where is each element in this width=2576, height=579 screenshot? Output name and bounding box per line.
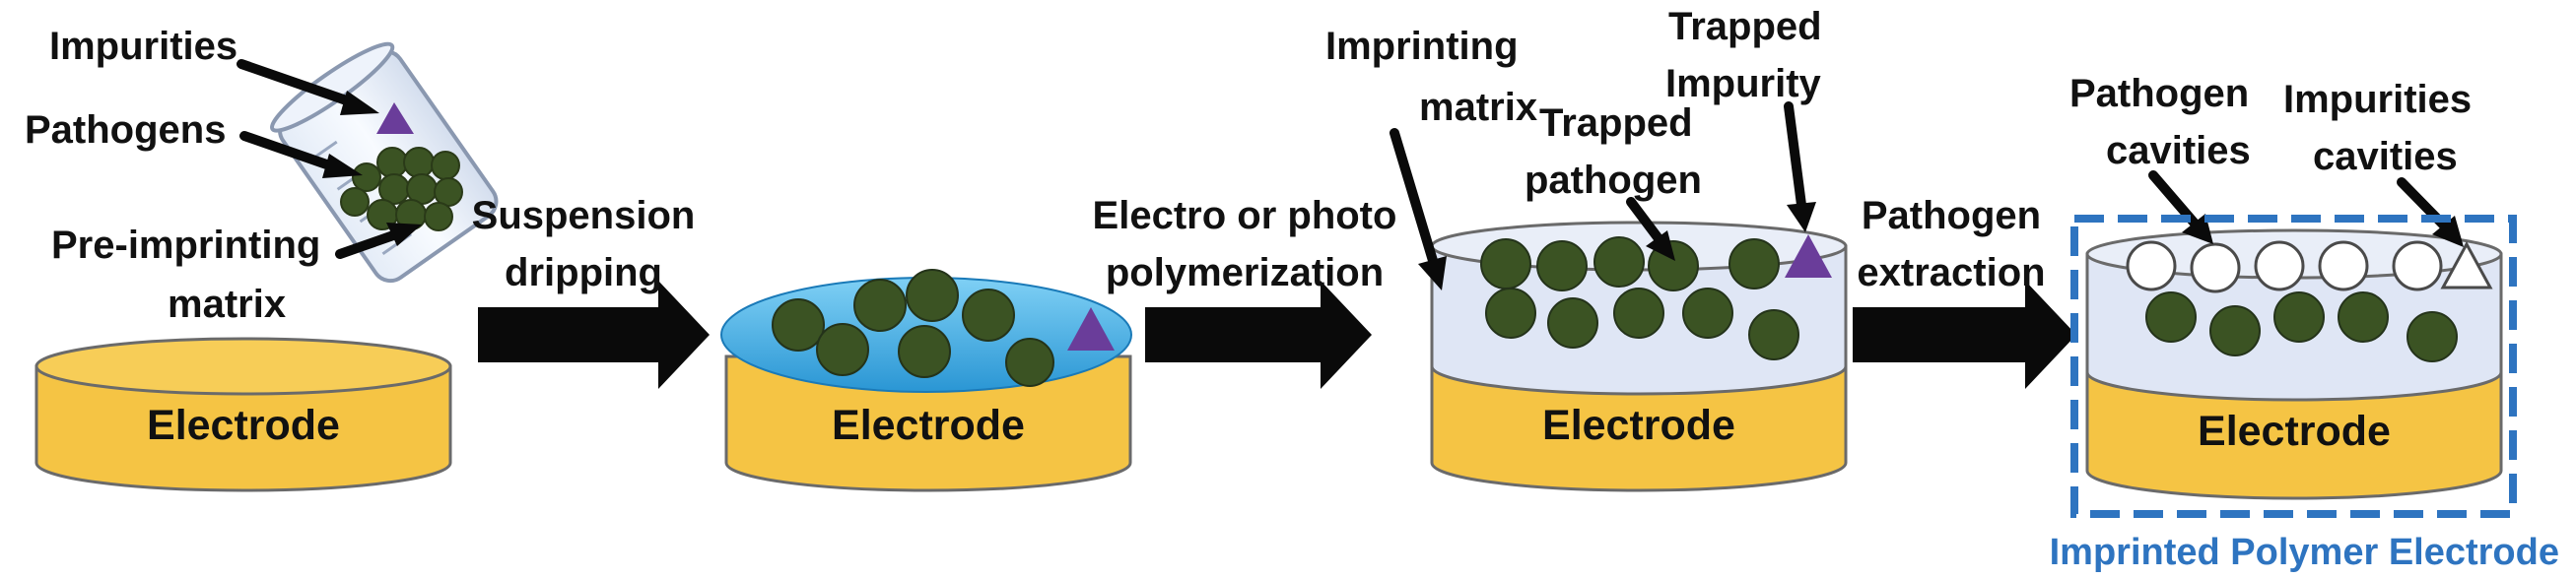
label-pre-imprinting-matrix: matrix	[168, 283, 286, 326]
label-pointer-arrows-1	[237, 59, 422, 259]
process-arrow-1	[478, 281, 710, 389]
label-trapped-impurity-2: Impurity	[1665, 62, 1822, 105]
impurity-cavity	[2440, 240, 2493, 290]
beaker-group	[270, 41, 499, 284]
label-trapped-impurity: Trapped	[1668, 5, 1822, 48]
label-electro-or-photo: Electro or photo	[1093, 194, 1397, 237]
label-extraction: extraction	[1857, 251, 2045, 294]
electrode-label: Electrode	[1542, 402, 1735, 449]
pathogens-in-suspension	[772, 269, 1054, 387]
label-polymerization: polymerization	[1106, 251, 1384, 294]
electrode-2: Electrode	[724, 354, 1132, 492]
pathogen-cavities	[2126, 240, 2443, 293]
trapped-pathogens	[1480, 236, 1799, 360]
label-pathogen-cavities: Pathogen	[2069, 72, 2249, 115]
process-arrow-2	[1145, 281, 1372, 389]
impurity-triangle	[1067, 307, 1115, 351]
label-pre-imprinting: Pre-imprinting	[51, 224, 320, 267]
label-imprinting: Imprinting	[1325, 25, 1519, 68]
electrode-label: Electrode	[147, 402, 340, 449]
remaining-pathogens	[2145, 291, 2458, 362]
highlight-box	[2070, 215, 2517, 518]
process-arrow-3	[1853, 281, 2076, 389]
pathogen-cluster	[340, 147, 463, 231]
impurity-triangle	[376, 102, 414, 134]
label-pathogen-cavities-2: cavities	[2106, 129, 2251, 172]
label-impurities-cavities-2: cavities	[2313, 135, 2458, 178]
imprinted-polymer-electrode-caption: Imprinted Polymer Electrode	[2050, 532, 2559, 573]
label-pointer-arrows-3	[1390, 101, 1816, 290]
electrode-1: Electrode	[34, 337, 452, 492]
electrode-label: Electrode	[832, 402, 1025, 449]
label-impurities: Impurities	[49, 25, 237, 68]
label-suspension: Suspension	[472, 194, 696, 237]
label-impurities-cavities: Impurities	[2283, 78, 2472, 121]
trapped-impurity-triangle	[1785, 234, 1832, 278]
label-pathogen: Pathogen	[1862, 194, 2041, 237]
label-dripping: dripping	[505, 251, 662, 294]
label-trapped-pathogen-2: pathogen	[1525, 159, 1702, 202]
label-imprinting-matrix: matrix	[1419, 86, 1537, 129]
electrode-label: Electrode	[2198, 408, 2391, 455]
label-pathogens: Pathogens	[25, 108, 226, 152]
label-trapped-pathogen: Trapped	[1539, 101, 1693, 145]
